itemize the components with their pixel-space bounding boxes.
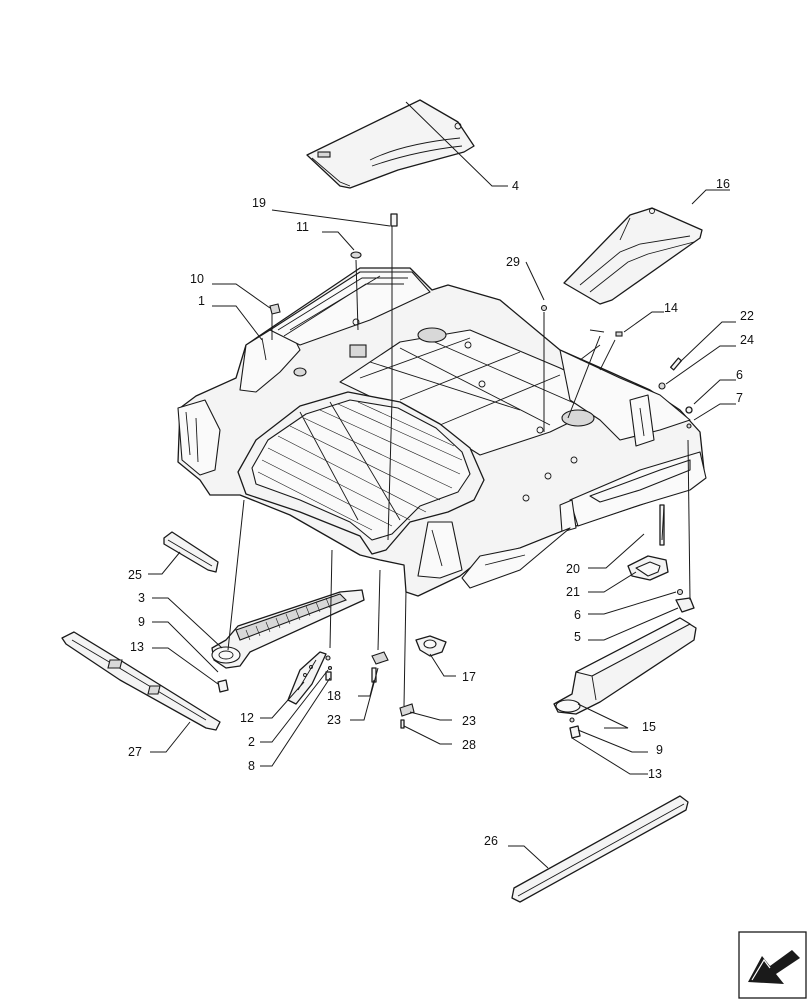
callout-9-left: 9 [138,615,145,629]
callout-4: 4 [512,179,519,193]
callout-28: 28 [462,738,476,752]
callout-1: 1 [198,294,205,308]
callout-17: 17 [462,670,476,684]
callout-3: 3 [138,591,145,605]
callout-23-right: 23 [462,714,476,728]
callout-27: 27 [128,745,142,759]
next-page-button[interactable] [738,931,807,999]
part-27-trim [61,631,221,731]
callout-7: 7 [736,391,743,405]
callout-18: 18 [327,689,341,703]
callout-9-right: 9 [656,743,663,757]
callout-14: 14 [664,301,678,315]
callout-13-right: 13 [648,767,662,781]
callout-25: 25 [128,568,142,582]
callout-24: 24 [740,333,754,347]
callout-23-left: 23 [327,713,341,727]
callout-16: 16 [716,177,730,191]
callout-6-upper: 6 [736,368,743,382]
callout-26: 26 [484,834,498,848]
part-4-cover-panel [306,99,475,189]
callout-8: 8 [248,759,255,773]
next-page-arrow-icon [748,950,800,984]
part-16-cover-panel [563,207,703,305]
callout-labels: 4 16 19 11 10 1 29 14 22 24 6 7 20 21 6 … [128,177,754,848]
callout-19: 19 [252,196,266,210]
callout-11: 11 [296,220,309,234]
part-3-left-step [211,589,365,669]
hardware-parts [217,213,695,739]
callout-20: 20 [566,562,580,576]
part-25-trim [163,531,219,573]
part-26-trim-strip [511,795,689,903]
callout-13-left: 13 [130,640,144,654]
callout-6-lower: 6 [574,608,581,622]
part-15-step-box [553,617,697,715]
callout-5: 5 [574,630,581,644]
callout-10: 10 [190,272,204,286]
callout-15: 15 [642,720,656,734]
callout-12: 12 [240,711,254,725]
callout-2: 2 [248,735,255,749]
floor-mat [237,391,485,555]
callout-21: 21 [566,585,580,599]
callout-22: 22 [740,309,754,323]
leader-lines [148,101,736,869]
callout-29: 29 [506,255,520,269]
